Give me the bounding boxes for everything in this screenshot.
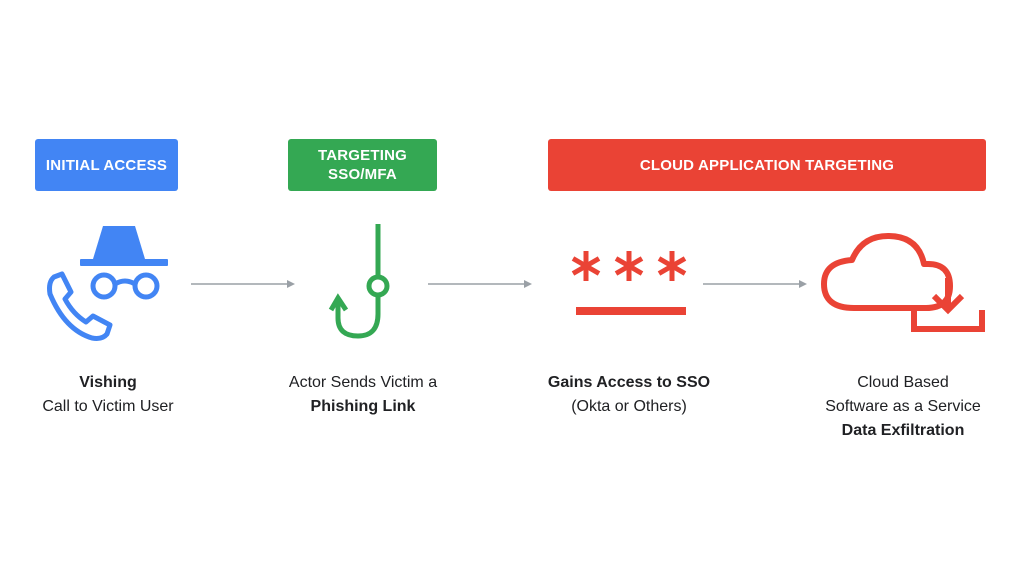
cloud-targeting-label: CLOUD APPLICATION TARGETING [639,156,895,174]
flow-arrow-1 [191,280,295,288]
targeting-label-line2: SSO/MFA [328,166,397,183]
targeting-sso-mfa-badge: TARGETING SSO/MFA [288,139,437,191]
exfil-line2: Software as a Service [825,398,981,415]
fishing-hook-icon [328,224,390,339]
incognito-phone-icon [47,226,168,341]
vishing-caption: Vishing Call to Victim User [18,371,198,419]
sso-description: (Okta or Others) [571,398,687,415]
phishing-title: Phishing Link [310,398,416,415]
sso-title: Gains Access to SSO [547,374,711,391]
initial-access-label: INITIAL ACCESS [45,156,168,174]
phishing-description: Actor Sends Victim a [288,374,438,391]
vishing-description: Call to Victim User [42,398,174,415]
targeting-label-line1: TARGETING [317,147,408,164]
sso-caption: Gains Access to SSO (Okta or Others) [519,371,739,419]
phishing-caption: Actor Sends Victim a Phishing Link [253,371,473,419]
password-asterisks-icon [571,251,687,315]
flow-arrow-2 [428,280,532,288]
exfil-line1: Cloud Based [857,374,949,391]
initial-access-badge: INITIAL ACCESS [35,139,178,191]
cloud-application-targeting-badge: CLOUD APPLICATION TARGETING [548,139,986,191]
vishing-title: Vishing [79,374,137,391]
exfil-title: Data Exfiltration [841,422,965,439]
exfil-caption: Cloud Based Software as a Service Data E… [788,371,1018,443]
flow-arrow-3 [703,280,807,288]
cloud-download-icon [821,233,985,332]
